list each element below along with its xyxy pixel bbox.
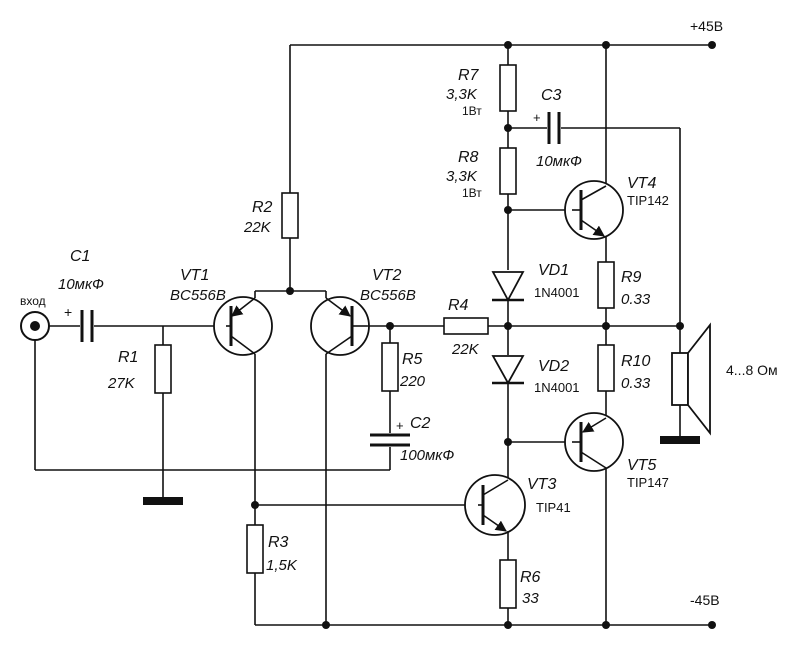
- positive-rail: [289, 44, 712, 195]
- resistor-r2: [281, 192, 299, 239]
- c2-value: 100мкФ: [400, 447, 454, 464]
- r8-power: 1Вт: [462, 186, 482, 200]
- negative-rail-label: -45В: [690, 592, 720, 608]
- r5-value: 220: [399, 373, 426, 390]
- c1-name: C1: [70, 248, 90, 265]
- r8-value: 3,3K: [446, 168, 478, 185]
- r6-value: 33: [522, 590, 539, 607]
- c3-name: C3: [541, 87, 562, 104]
- vt3-name: VT3: [527, 476, 556, 493]
- positive-rail-label: +45В: [690, 18, 723, 34]
- r3-name: R3: [268, 534, 289, 551]
- c3-value: 10мкФ: [536, 153, 582, 170]
- r4-name: R4: [448, 297, 469, 314]
- transistor-vt5: [564, 412, 624, 472]
- r10-value: 0.33: [621, 375, 651, 392]
- r7-power: 1Вт: [462, 104, 482, 118]
- diode-vd1: [491, 271, 525, 302]
- resistor-r5: [381, 342, 399, 392]
- resistor-r3: [246, 524, 264, 574]
- r2-name: R2: [252, 199, 273, 216]
- positive-rail-terminal: [708, 41, 716, 49]
- vd2-name: VD2: [538, 358, 569, 375]
- transistor-vt2: [310, 296, 370, 356]
- c2-polarity: +: [396, 418, 404, 433]
- r5-name: R5: [402, 351, 423, 368]
- vt5-name: VT5: [627, 457, 656, 474]
- resistor-r1: [154, 344, 172, 394]
- vt2-part: BC556B: [360, 287, 416, 304]
- c2-name: C2: [410, 415, 431, 432]
- r7-value: 3,3K: [446, 86, 478, 103]
- vt4-name: VT4: [627, 175, 656, 192]
- transistor-vt4: [564, 180, 624, 240]
- resistor-r7: [499, 64, 517, 112]
- speaker: [671, 322, 711, 436]
- vt1-name: VT1: [180, 267, 209, 284]
- diode-vd2: [491, 355, 525, 385]
- r1-name: R1: [118, 349, 138, 366]
- transistor-vt3: [464, 474, 526, 536]
- vt1-part: BC556B: [170, 287, 226, 304]
- r6-name: R6: [520, 569, 541, 586]
- negative-rail-terminal: [708, 621, 716, 629]
- ground-symbol: [143, 497, 183, 505]
- r10-name: R10: [621, 353, 650, 370]
- r3-value: 1,5K: [266, 557, 298, 574]
- r1-value: 27K: [107, 375, 136, 392]
- r2-value: 22K: [243, 219, 272, 236]
- r4-value: 22K: [451, 341, 480, 358]
- r9-value: 0.33: [621, 291, 651, 308]
- vt2-name: VT2: [372, 267, 401, 284]
- input-jack[interactable]: [20, 311, 50, 341]
- resistor-r4: [443, 317, 489, 335]
- vd1-part: 1N4001: [534, 285, 580, 300]
- ground-symbol-speaker: [660, 436, 700, 444]
- capacitor-c1: [80, 310, 94, 342]
- resistor-r8: [499, 147, 517, 195]
- vd2-part: 1N4001: [534, 380, 580, 395]
- vt3-part: TIP41: [536, 500, 571, 515]
- input-label: вход: [20, 294, 46, 308]
- r7-name: R7: [458, 67, 480, 84]
- capacitor-c2: [370, 433, 410, 447]
- vt4-part: TIP142: [627, 193, 669, 208]
- c1-polarity: +: [64, 304, 72, 320]
- c3-polarity: +: [533, 110, 541, 125]
- resistor-r10: [597, 344, 615, 392]
- transistor-vt1: [213, 296, 273, 356]
- r8-name: R8: [458, 149, 479, 166]
- resistor-r6: [499, 559, 517, 609]
- r9-name: R9: [621, 269, 642, 286]
- resistor-r9: [597, 261, 615, 309]
- speaker-label: 4...8 Ом: [726, 362, 778, 378]
- c1-value: 10мкФ: [58, 276, 104, 293]
- vd1-name: VD1: [538, 262, 569, 279]
- vt5-part: TIP147: [627, 475, 669, 490]
- capacitor-c3: [547, 112, 561, 144]
